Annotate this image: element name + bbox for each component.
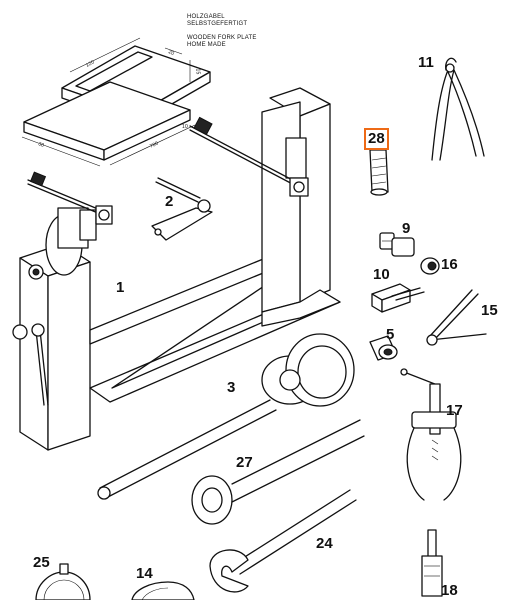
part-label-28-highlighted: 28 [364,128,389,150]
part-25-dial-gauge [35,563,91,600]
part-10-block [371,283,425,313]
part-14-disk [131,581,195,600]
part-label-3: 3 [227,379,236,396]
part-label-5: 5 [386,326,395,343]
part-label-25: 25 [33,554,50,571]
part-label-16: 16 [441,256,458,273]
part-label-10: 10 [373,266,390,283]
part-label-18: 18 [441,582,458,599]
note-english-line-2: HOME MADE [187,42,226,48]
dimension-10: 10 [182,124,188,130]
part-18-tool [421,529,443,597]
part-11-pliers [431,57,485,161]
part-15-spanner [426,289,487,346]
part-label-1: 1 [116,279,125,296]
part-16-sleeve [420,257,440,275]
part-label-27: 27 [236,454,253,471]
part-27-pin-wrench [191,419,365,525]
part-2-bracket [151,177,213,241]
part-24-wrench [209,489,357,593]
part-label-9: 9 [402,220,411,237]
part-label-2: 2 [165,193,174,210]
part-label-14: 14 [136,565,153,582]
part-label-15: 15 [481,302,498,319]
repair-stand [12,87,341,451]
note-english-line-1: WOODEN FORK PLATE [187,35,257,41]
part-9-puller [379,232,415,257]
part-3-wrench [97,333,355,500]
note-german-line-2: SELBSTGEFERTIGT [187,21,248,27]
part-17-puller [400,368,462,501]
part-5-sleeve [369,335,398,361]
part-28-tool [369,149,389,196]
note-german-line-1: HOLZGABEL [187,14,225,20]
part-label-17: 17 [446,402,463,419]
dimension-15: 15 [194,68,201,75]
part-label-11: 11 [418,54,434,71]
part-label-24: 24 [316,535,333,552]
threaded-rods [27,116,309,225]
wooden-fork-plate [21,37,211,167]
